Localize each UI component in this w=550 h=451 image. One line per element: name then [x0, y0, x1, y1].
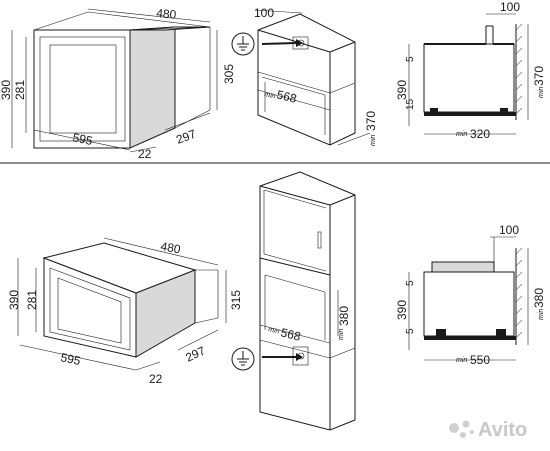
top-niche-top-gap-dim	[254, 9, 303, 14]
bottom-oven-drawing	[17, 237, 227, 371]
watermark-text: Avito	[478, 419, 527, 441]
top-oven-depth-side-label: 297	[174, 127, 198, 147]
top-oven-drawing	[11, 8, 218, 153]
bottom-column-drawing	[259, 171, 356, 431]
top-section-width-min-label: min	[456, 131, 467, 138]
bottom-column-depth-label: 380	[337, 306, 351, 326]
top-oven-height-label: 390	[0, 80, 13, 100]
avito-logo-icon	[449, 420, 474, 438]
top-niche-depth-min-label: min	[370, 135, 377, 146]
top-oven-front-thickness-label: 22	[138, 147, 152, 161]
bottom-column-width-label: 568	[279, 325, 302, 344]
top-oven-inner-height-label: 281	[13, 80, 27, 100]
bottom-section-depth-label: 380	[532, 288, 546, 308]
top-niche-top-gap-label: 100	[254, 6, 274, 20]
top-niche-drawing	[257, 13, 356, 146]
bottom-oven-inner-height-label: 281	[25, 290, 39, 310]
bottom-oven-depth-label: 480	[159, 239, 181, 256]
bottom-oven-depth-side-label: 297	[183, 343, 207, 364]
top-oven-width-label: 595	[71, 130, 94, 148]
ground-symbol-icon	[231, 32, 255, 56]
top-section-height-label: 390	[395, 80, 409, 100]
bottom-oven-body-height-label: 315	[229, 290, 243, 310]
bottom-column-min-label: min	[268, 326, 281, 336]
bottom-section-b-label: 5	[405, 328, 416, 334]
bottom-section-drawing	[408, 236, 529, 361]
top-oven-body-height-label: 305	[222, 64, 236, 84]
top-section-width-label: 320	[470, 127, 490, 141]
top-section-b-label: 15	[405, 98, 416, 110]
top-niche-min-label: min	[264, 91, 277, 101]
top-section-depth-label: 370	[532, 66, 546, 86]
ground-symbol-icon	[231, 347, 255, 371]
bottom-section-height-label: 390	[395, 300, 409, 320]
top-niche-depth-label: 370	[364, 111, 378, 131]
top-niche-width-label: 568	[275, 87, 298, 106]
bottom-oven-width-label: 595	[59, 350, 82, 368]
top-section-a-label: 5	[405, 56, 416, 62]
top-section-top-label: 100	[500, 0, 520, 14]
top-oven-depth-label: 480	[156, 6, 177, 22]
top-niche-depth-dim	[337, 132, 371, 146]
bottom-oven-height-label: 390	[7, 290, 21, 310]
bottom-section-depth-min-label: min	[538, 309, 545, 320]
top-section-depth-min-label: min	[538, 87, 545, 98]
bottom-section-a-label: 5	[405, 280, 416, 286]
bottom-column-depth-min-label: min	[338, 329, 345, 340]
bottom-section-width-min-label: min	[456, 357, 467, 364]
top-section-drawing	[408, 13, 529, 135]
bottom-section-width-label: 550	[470, 353, 490, 367]
bottom-section-top-label: 100	[499, 223, 519, 237]
bottom-column-width-dim	[259, 324, 331, 344]
top-niche-width-dim	[257, 89, 331, 111]
bottom-oven-front-thickness-label: 22	[149, 372, 163, 386]
